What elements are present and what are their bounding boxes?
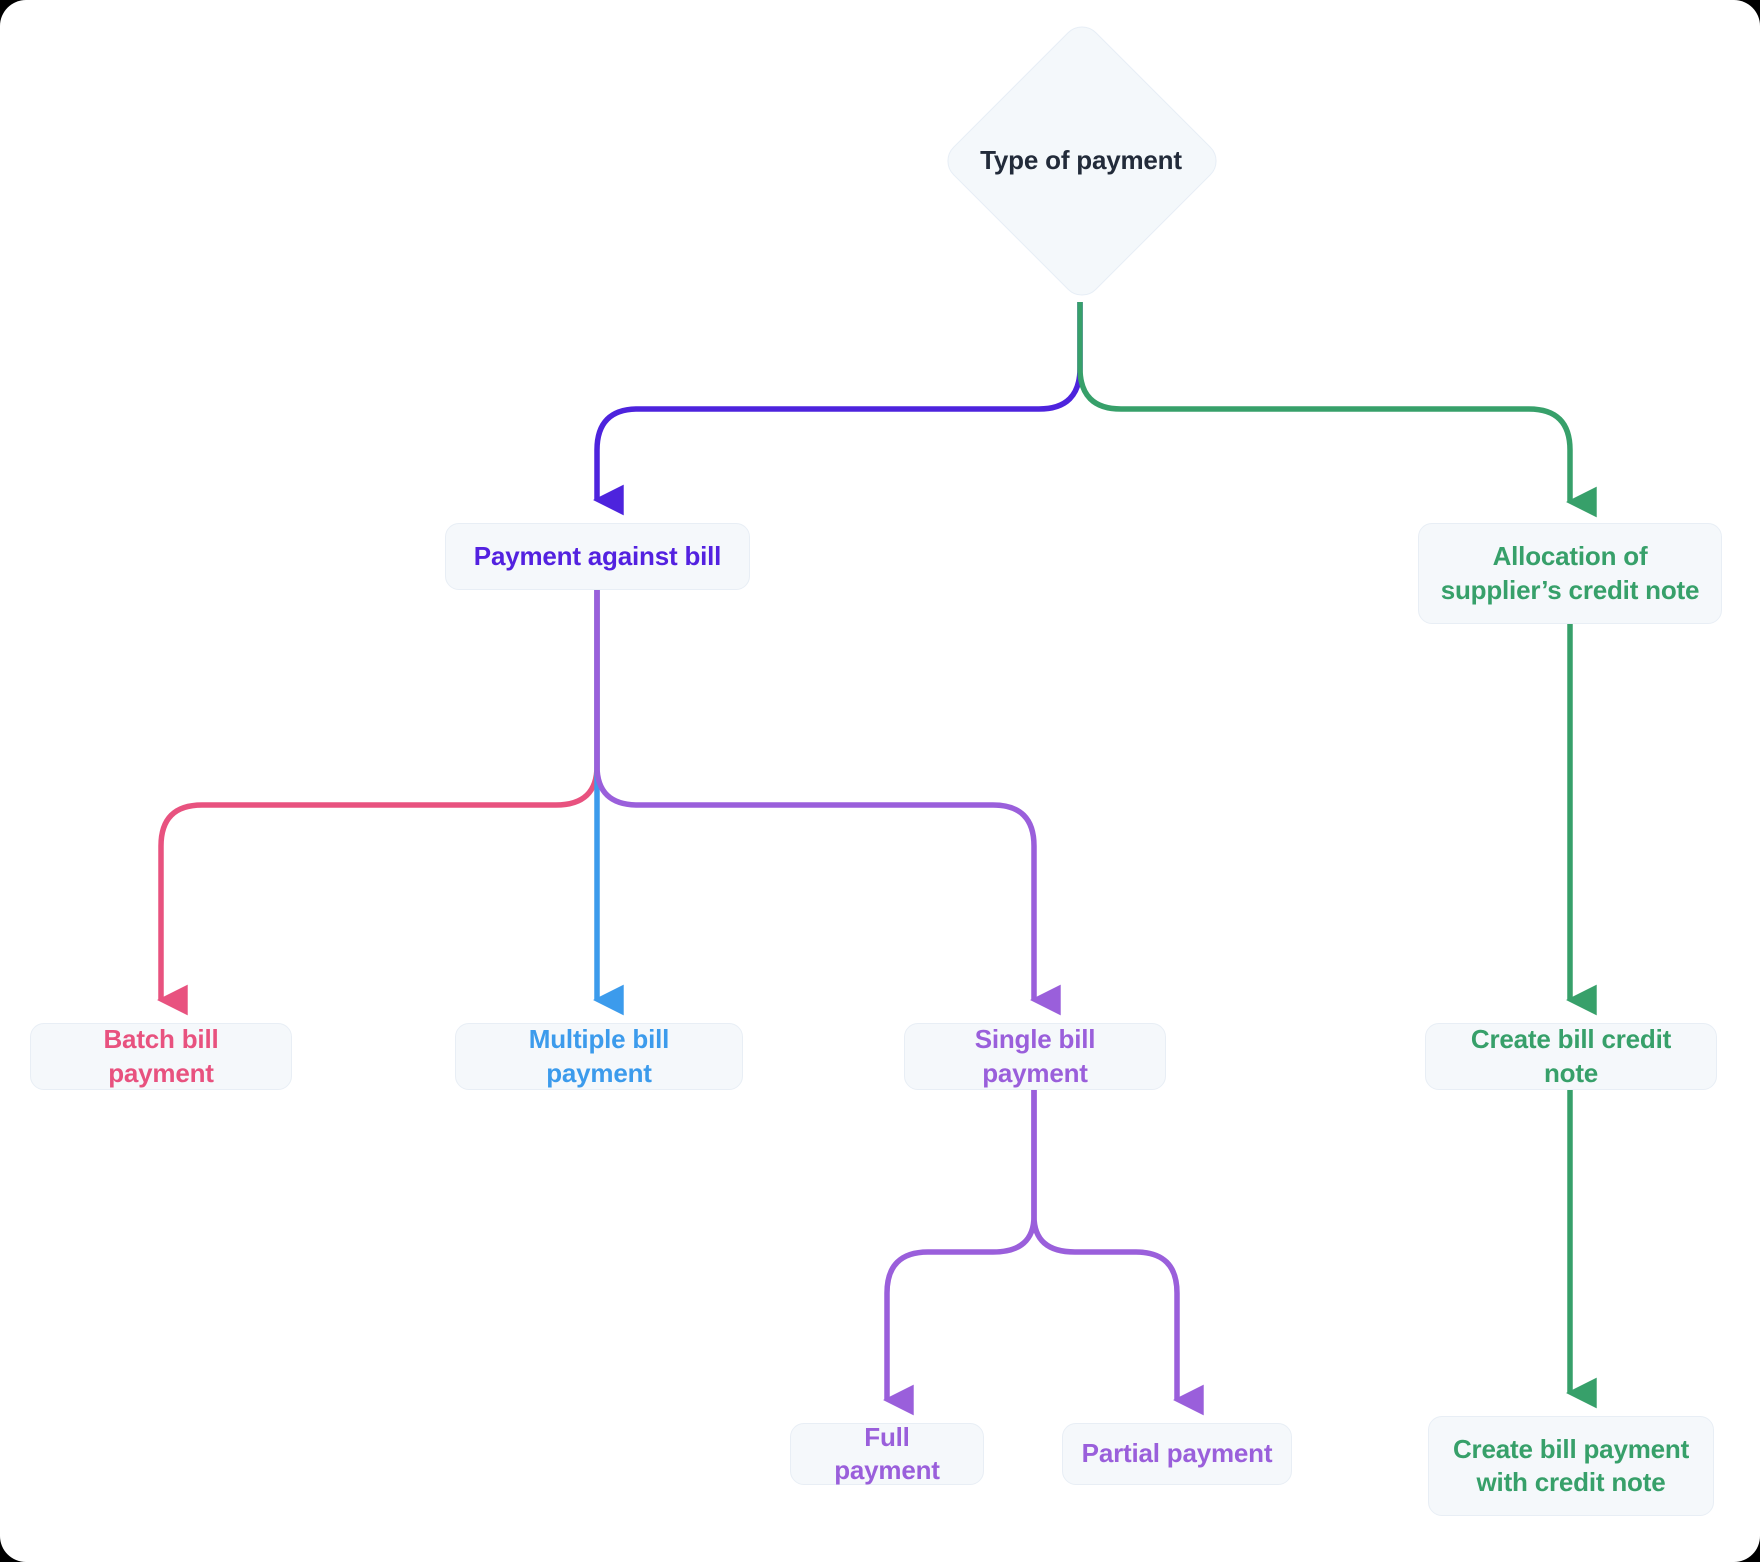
node-type-of-payment[interactable]: Type of payment (939, 18, 1225, 304)
node-multiple-bill-payment[interactable]: Multiple bill payment (455, 1023, 743, 1090)
edge-single-bill-payment-to-partial-payment (1031, 1090, 1204, 1416)
node-create-bill-payment-with-credit-note[interactable]: Create bill payment with credit note (1428, 1416, 1714, 1516)
edge-single-bill-payment-to-full-payment (883, 1090, 1037, 1416)
node-label-payment-against-bill: Payment against bill (473, 540, 722, 571)
node-payment-against-bill[interactable]: Payment against bill (445, 523, 750, 590)
edge-root-to-allocation-of-suppliers-credit-note (1077, 302, 1597, 518)
node-allocation-of-suppliers-credit-note[interactable]: Allocation of supplier’s credit note (1418, 523, 1722, 624)
edge-payment-against-bill-to-batch-bill-payment (157, 590, 600, 1016)
node-create-bill-credit-note[interactable]: Create bill credit note (1425, 1023, 1717, 1090)
node-partial-payment[interactable]: Partial payment (1062, 1423, 1292, 1485)
node-label-partial-payment: Partial payment (1081, 1438, 1273, 1469)
node-label-type-of-payment: Type of payment (980, 144, 1182, 175)
node-label-allocation-of-suppliers-credit-note: Allocation of supplier’s credit note (1440, 541, 1700, 605)
node-label-create-bill-credit-note: Create bill credit note (1470, 1024, 1672, 1088)
node-label-batch-bill-payment: Batch bill payment (103, 1024, 219, 1088)
edge-root-to-payment-against-bill (593, 302, 1083, 516)
node-label-create-bill-payment-with-credit-note: Create bill payment with credit note (1452, 1433, 1690, 1497)
edge-payment-against-bill-to-single-bill-payment (594, 590, 1061, 1016)
node-label-full-payment: Full payment (834, 1421, 940, 1485)
node-label-multiple-bill-payment: Multiple bill payment (528, 1024, 670, 1088)
node-full-payment[interactable]: Full payment (790, 1421, 984, 1485)
node-single-bill-payment[interactable]: Single bill payment (904, 1023, 1166, 1090)
node-batch-bill-payment[interactable]: Batch bill payment (30, 1023, 292, 1090)
node-label-single-bill-payment: Single bill payment (974, 1024, 1096, 1088)
